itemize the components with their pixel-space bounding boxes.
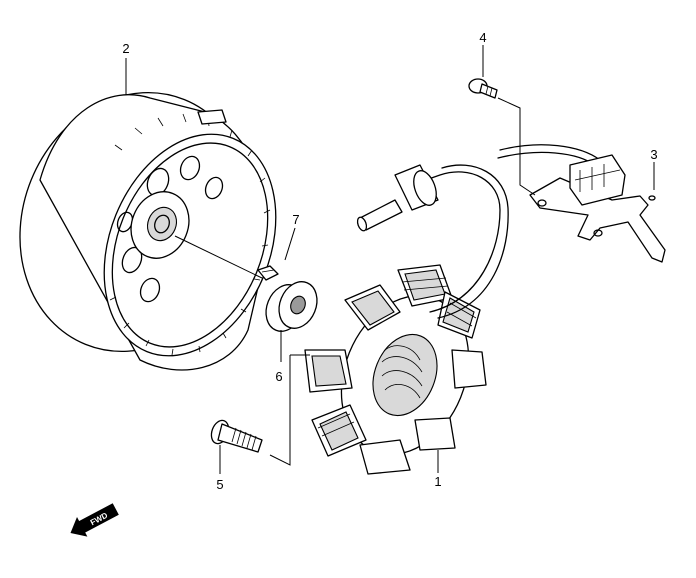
callout-1: 1 bbox=[434, 474, 441, 489]
stator-bolt[interactable] bbox=[208, 418, 263, 453]
connector-bracket[interactable] bbox=[529, 154, 666, 263]
woodruff-key[interactable] bbox=[257, 265, 279, 281]
callout-3: 3 bbox=[650, 147, 657, 162]
callout-7: 7 bbox=[292, 212, 299, 227]
bracket-screw[interactable] bbox=[468, 78, 498, 99]
callout-4: 4 bbox=[479, 30, 486, 45]
washer-spacer[interactable] bbox=[259, 276, 323, 337]
screw-bracket-line bbox=[497, 97, 536, 196]
assembly-axis-line bbox=[174, 235, 263, 279]
wire-harness[interactable] bbox=[356, 144, 601, 319]
bolt-bracket-line bbox=[269, 355, 291, 466]
rotor-flywheel[interactable] bbox=[0, 58, 307, 387]
callout-6: 6 bbox=[275, 369, 282, 384]
callout-5: 5 bbox=[216, 477, 223, 492]
callout-2: 2 bbox=[122, 41, 129, 56]
fwd-direction-arrow: FWD bbox=[70, 503, 119, 537]
stator-coil[interactable] bbox=[304, 264, 491, 475]
leader-lines bbox=[125, 45, 655, 474]
